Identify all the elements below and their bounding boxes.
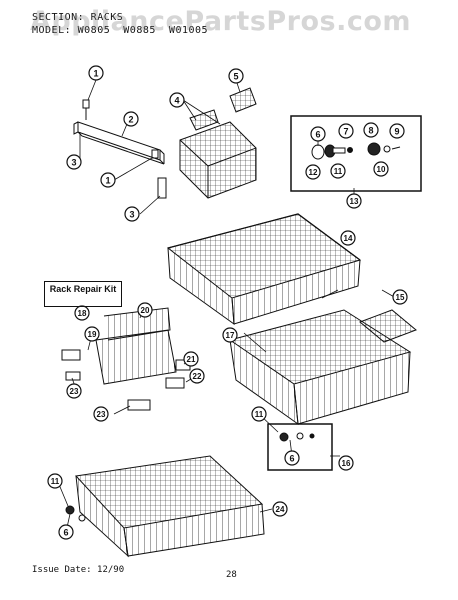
callout-13: 13	[346, 193, 362, 209]
svg-text:6: 6	[289, 454, 294, 464]
svg-text:23: 23	[70, 387, 79, 396]
middle-rack-part	[228, 309, 417, 426]
lower-rack-part	[65, 455, 265, 558]
callout-16: 16	[338, 455, 354, 471]
watermark-text: AppliancePartsPros.com	[30, 6, 412, 37]
callout-21: 21	[183, 351, 199, 367]
callout-9: 9	[389, 123, 405, 139]
svg-text:16: 16	[342, 459, 351, 468]
svg-text:3: 3	[71, 158, 76, 168]
detail-box-frame	[290, 115, 422, 192]
svg-text:19: 19	[88, 330, 97, 339]
callout-11-box: 11	[330, 163, 346, 179]
svg-text:2: 2	[128, 115, 133, 125]
callout-1: 1	[88, 65, 104, 81]
callout-10: 10	[373, 161, 389, 177]
callout-8: 8	[363, 122, 379, 138]
callout-23-lower: 23	[93, 406, 109, 422]
svg-text:1: 1	[105, 176, 110, 186]
callout-15: 15	[392, 289, 408, 305]
svg-text:11: 11	[51, 477, 60, 486]
svg-text:11: 11	[255, 410, 264, 419]
model-list: MODEL: W0805 W0885 W01005	[32, 25, 209, 36]
callout-7: 7	[338, 123, 354, 139]
callout-6-lower: 6	[58, 524, 74, 540]
rack-repair-kit-label: Rack Repair Kit	[44, 281, 122, 307]
callout-markers: 1 2 3 1 3 4 5 6 7 8 9 10 11 12 13 14 15 …	[47, 65, 408, 540]
roller-detail-part	[279, 432, 315, 442]
callout-5: 5	[228, 68, 244, 84]
page-number: 28	[226, 570, 237, 580]
wheel-assembly-part	[311, 142, 401, 160]
callout-6-mid: 6	[284, 450, 300, 466]
callout-2: 2	[123, 111, 139, 127]
svg-text:10: 10	[377, 165, 386, 174]
svg-text:13: 13	[350, 197, 359, 206]
section-title: SECTION: RACKS	[32, 12, 124, 23]
callout-6: 6	[310, 126, 326, 142]
svg-text:9: 9	[394, 127, 399, 137]
cutlery-basket-part	[179, 87, 257, 199]
kit-label-text: Rack Repair Kit	[49, 284, 117, 294]
callout-22: 22	[189, 368, 205, 384]
callout-17: 17	[222, 327, 238, 343]
svg-text:14: 14	[344, 234, 353, 243]
svg-text:4: 4	[174, 96, 179, 106]
detail-box-16	[267, 423, 333, 471]
clip-parts	[61, 349, 191, 411]
tine-section-part	[95, 307, 177, 385]
callout-11-mid: 11	[251, 406, 267, 422]
svg-text:6: 6	[315, 130, 320, 140]
svg-text:7: 7	[343, 127, 348, 137]
svg-text:11: 11	[334, 167, 343, 176]
issue-date: Issue Date: 12/90	[32, 565, 125, 575]
callout-20: 20	[137, 302, 153, 318]
callout-23-upper: 23	[66, 383, 82, 399]
svg-text:21: 21	[187, 355, 196, 364]
svg-text:3: 3	[129, 210, 134, 220]
svg-text:18: 18	[78, 309, 87, 318]
callout-3-lower: 3	[124, 206, 140, 222]
svg-text:12: 12	[309, 168, 318, 177]
callout-24: 24	[272, 501, 288, 517]
rack-rail-part	[73, 99, 167, 199]
svg-text:24: 24	[276, 505, 285, 514]
svg-text:5: 5	[233, 72, 238, 82]
callout-11-lower: 11	[47, 473, 63, 489]
callout-1-lower: 1	[100, 172, 116, 188]
callout-4: 4	[169, 92, 185, 108]
callout-3-upper: 3	[66, 154, 82, 170]
svg-text:1: 1	[93, 69, 98, 79]
svg-text:8: 8	[368, 126, 373, 136]
callout-19: 19	[84, 326, 100, 342]
svg-text:23: 23	[97, 410, 106, 419]
svg-text:20: 20	[141, 306, 150, 315]
callout-12: 12	[305, 164, 321, 180]
callout-14: 14	[340, 230, 356, 246]
svg-text:15: 15	[396, 293, 405, 302]
svg-text:6: 6	[63, 528, 68, 538]
svg-text:22: 22	[193, 372, 202, 381]
svg-text:17: 17	[226, 331, 235, 340]
upper-rack-part	[166, 213, 362, 326]
callout-18: 18	[74, 305, 90, 321]
